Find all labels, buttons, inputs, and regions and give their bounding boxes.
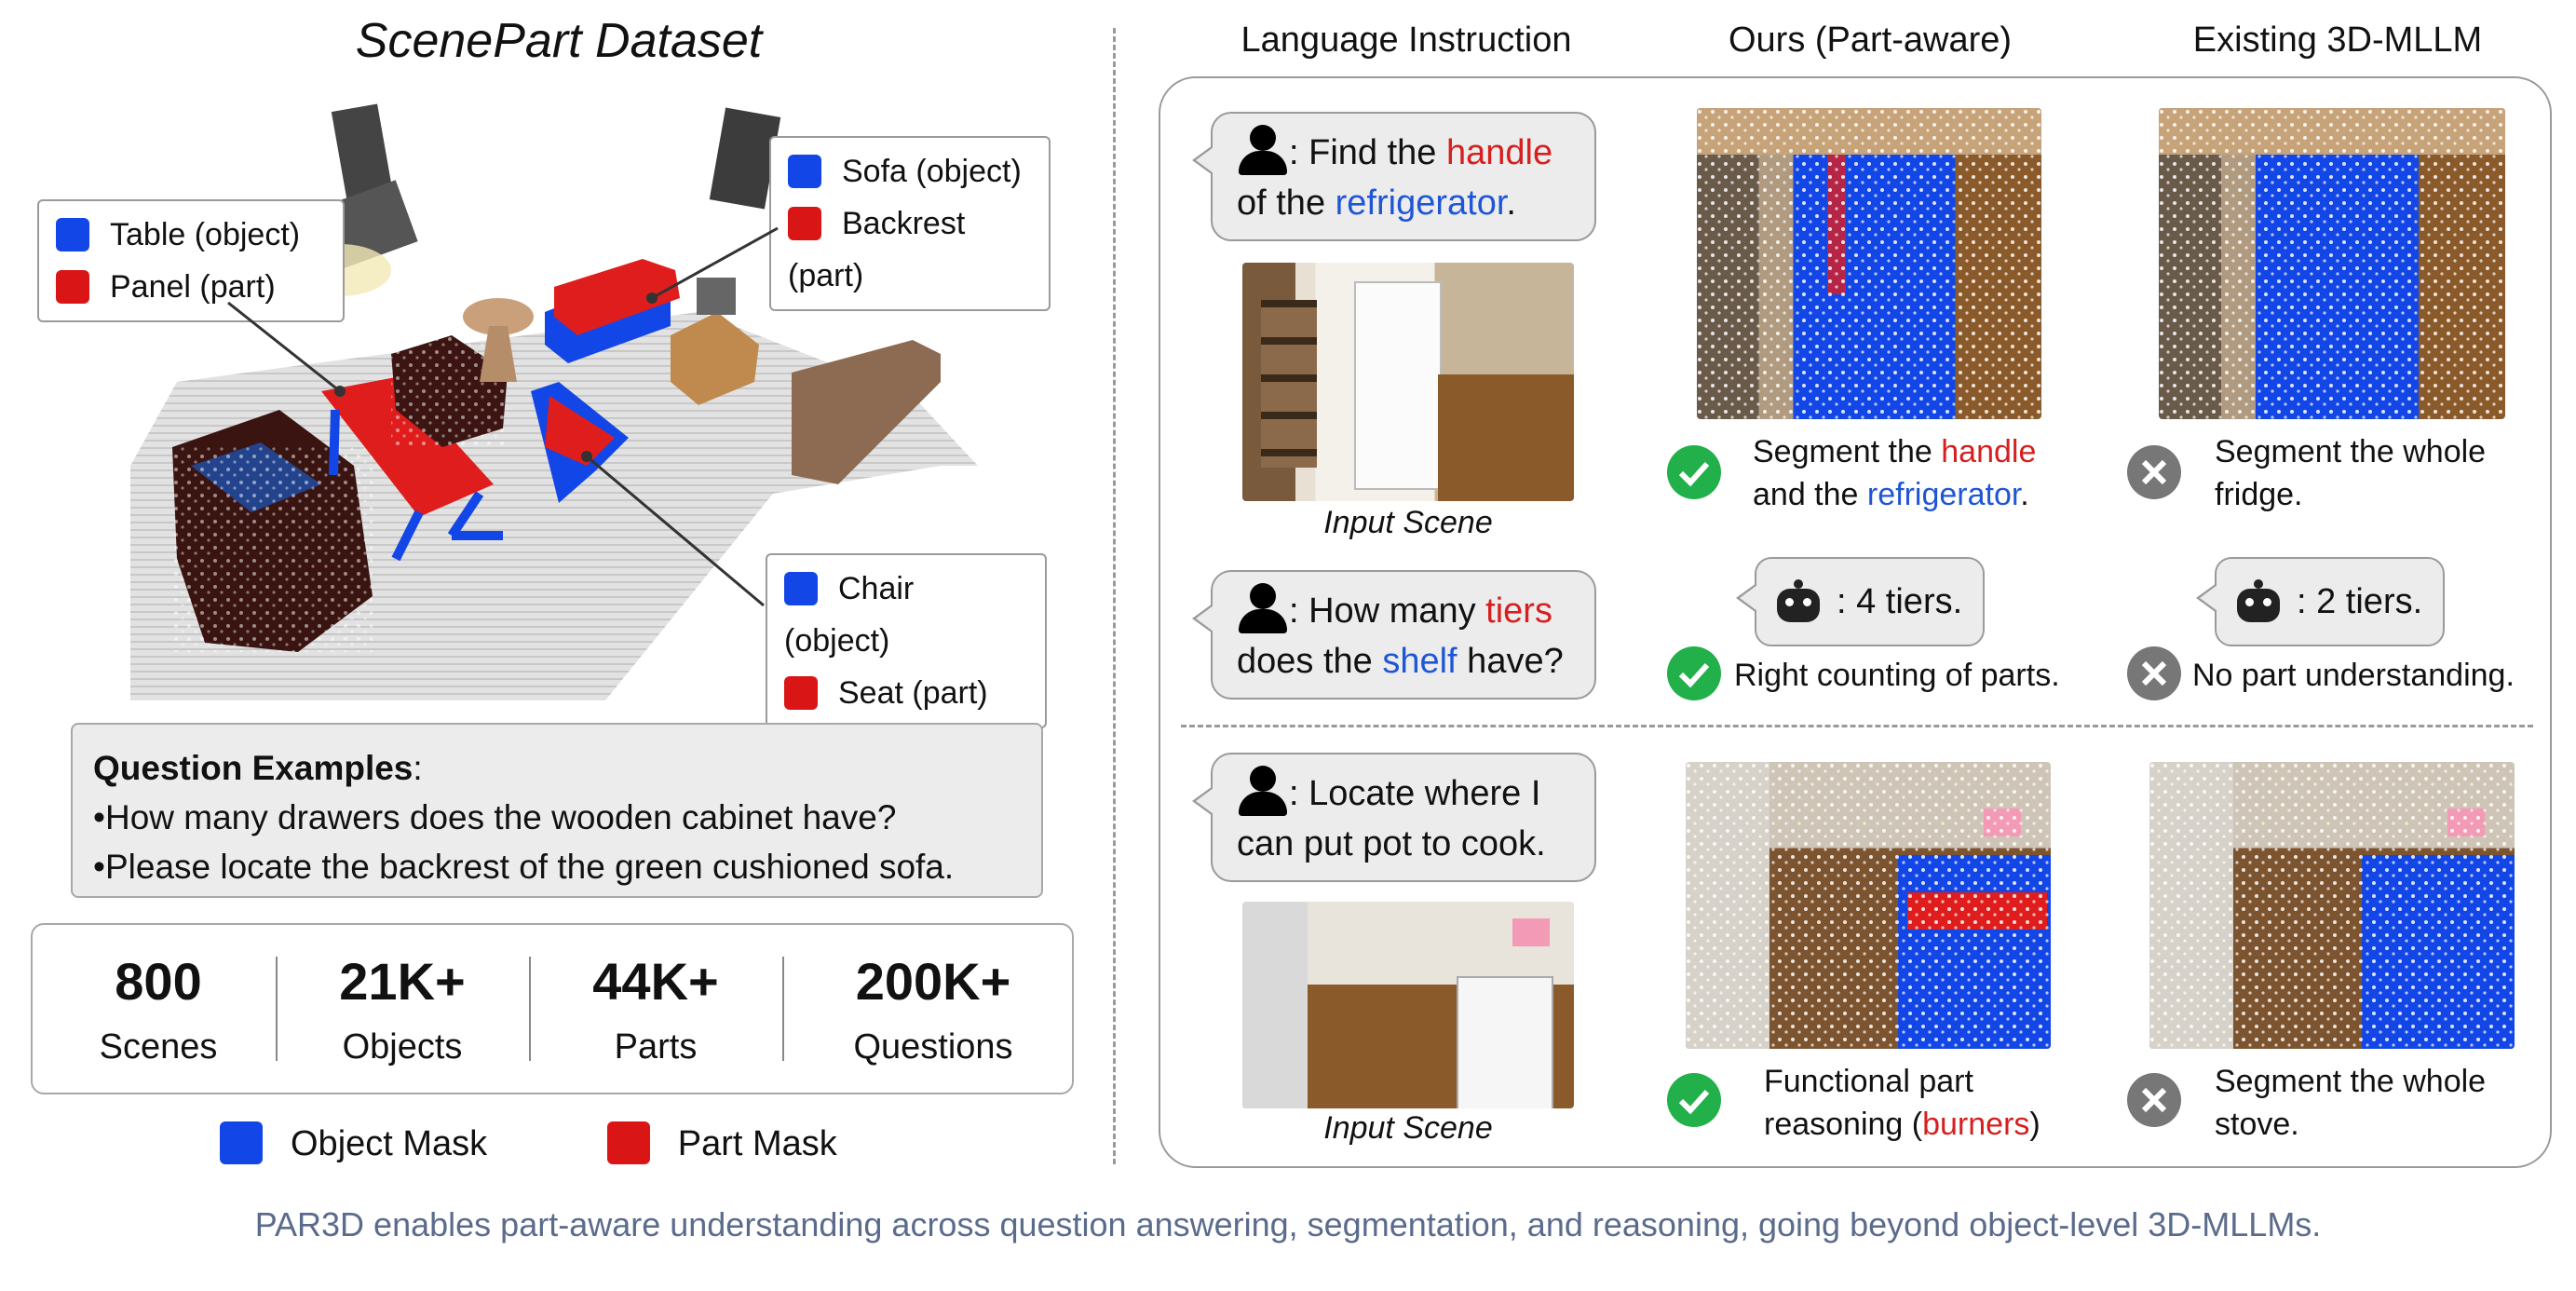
header-ours: Ours (Part-aware) (1728, 20, 2013, 60)
scene-point-cloud (130, 103, 978, 700)
callout-chair-line (581, 451, 765, 607)
object-swatch (56, 218, 89, 251)
stat-objects-value: 21K+ (339, 952, 466, 1011)
callout-table: Table (object) Panel (part) (37, 199, 345, 322)
question-example-1: •How many drawers does the wooden cabine… (93, 798, 897, 836)
sofa-dark (172, 410, 373, 652)
cabinet-wood (671, 278, 759, 405)
comparison-panel (1159, 76, 2552, 1168)
ours-result-image-1 (1697, 108, 2041, 419)
check-icon (1667, 1073, 1721, 1127)
question-examples-heading: Question Examples: (93, 749, 423, 787)
part-mask-swatch (606, 1121, 650, 1164)
cross-icon (2127, 646, 2181, 700)
object-swatch (788, 155, 821, 188)
stats-box: 800 Scenes 21K+ Objects 44K+ Parts 200K+… (31, 923, 1074, 1094)
ours-result-image-3 (1686, 762, 2051, 1049)
row-divider (1181, 725, 2533, 727)
stat-questions-label: Questions (853, 1027, 1013, 1067)
check-icon (1667, 445, 1721, 499)
cross-icon (2127, 1073, 2181, 1127)
callout-sofa: Sofa (object) Backrest (part) (769, 136, 1051, 311)
callout-sofa-object: Sofa (object) (788, 145, 1032, 197)
stat-scenes-label: Scenes (99, 1027, 218, 1067)
object-mask-label: Object Mask (291, 1124, 488, 1163)
callout-sofa-line (646, 226, 779, 304)
stat-objects-label: Objects (342, 1027, 463, 1067)
header-existing: Existing 3D-MLLM (2192, 20, 2483, 60)
stat-divider (529, 957, 531, 1061)
round-table (463, 298, 534, 382)
ours-result-text-2: Right counting of parts. (1734, 658, 2060, 693)
object-mask-swatch (220, 1121, 263, 1164)
input-scene-image-1 (1242, 263, 1574, 501)
stat-scenes-value: 800 (115, 952, 202, 1011)
sofa-blue (545, 259, 680, 363)
part-swatch (788, 207, 821, 240)
robot-icon (1771, 579, 1825, 624)
robot-icon (2231, 579, 2285, 624)
user-icon (1237, 766, 1289, 816)
chandelier-right (709, 107, 781, 210)
user-icon (1237, 583, 1289, 633)
part-mask-label: Part Mask (677, 1124, 837, 1163)
figure-caption: PAR3D enables part-aware understanding a… (254, 1205, 2322, 1243)
callout-sofa-part: Backrest (part) (788, 206, 966, 293)
cross-icon (2127, 445, 2181, 499)
callout-table-line (227, 301, 346, 397)
object-swatch (784, 572, 818, 605)
existing-result-image-1 (2159, 108, 2505, 419)
callout-chair-part: Seat (part) (784, 667, 1028, 719)
dataset-title: ScenePart Dataset (355, 14, 763, 68)
stat-divider (782, 957, 784, 1061)
user-icon (1237, 125, 1289, 175)
existing-answer-bubble: : 2 tiers. (2195, 557, 2446, 646)
input-scene-caption-1: Input Scene (1323, 505, 1493, 540)
callout-chair-object: Chair (object) (784, 571, 915, 659)
question-examples: Question Examples: •How many drawers doe… (71, 723, 1043, 898)
callout-table-part: Panel (part) (56, 261, 326, 313)
header-instruction: Language Instruction (1241, 20, 1572, 60)
input-scene-caption-2: Input Scene (1323, 1110, 1493, 1146)
chair (531, 382, 629, 503)
callout-table-object: Table (object) (56, 209, 326, 261)
ours-answer-bubble: : 4 tiers. (1735, 557, 1986, 646)
check-icon (1667, 646, 1721, 700)
part-swatch (56, 270, 89, 304)
callout-chair: Chair (object) Seat (part) (766, 553, 1047, 728)
input-scene-image-2 (1242, 902, 1574, 1108)
stat-parts-label: Parts (614, 1027, 698, 1067)
panel-divider (1113, 28, 1116, 1164)
question-example-2: •Please locate the backrest of the green… (93, 848, 955, 886)
existing-result-text-2: No part understanding. (2192, 658, 2515, 693)
long-cabinet (792, 340, 941, 484)
part-swatch (784, 676, 818, 710)
stat-parts-value: 44K+ (592, 952, 719, 1011)
stat-divider (276, 957, 278, 1061)
existing-result-image-3 (2149, 762, 2515, 1049)
mask-legend: Object Mask Part Mask (220, 1116, 837, 1172)
stat-questions-value: 200K+ (855, 952, 1011, 1011)
